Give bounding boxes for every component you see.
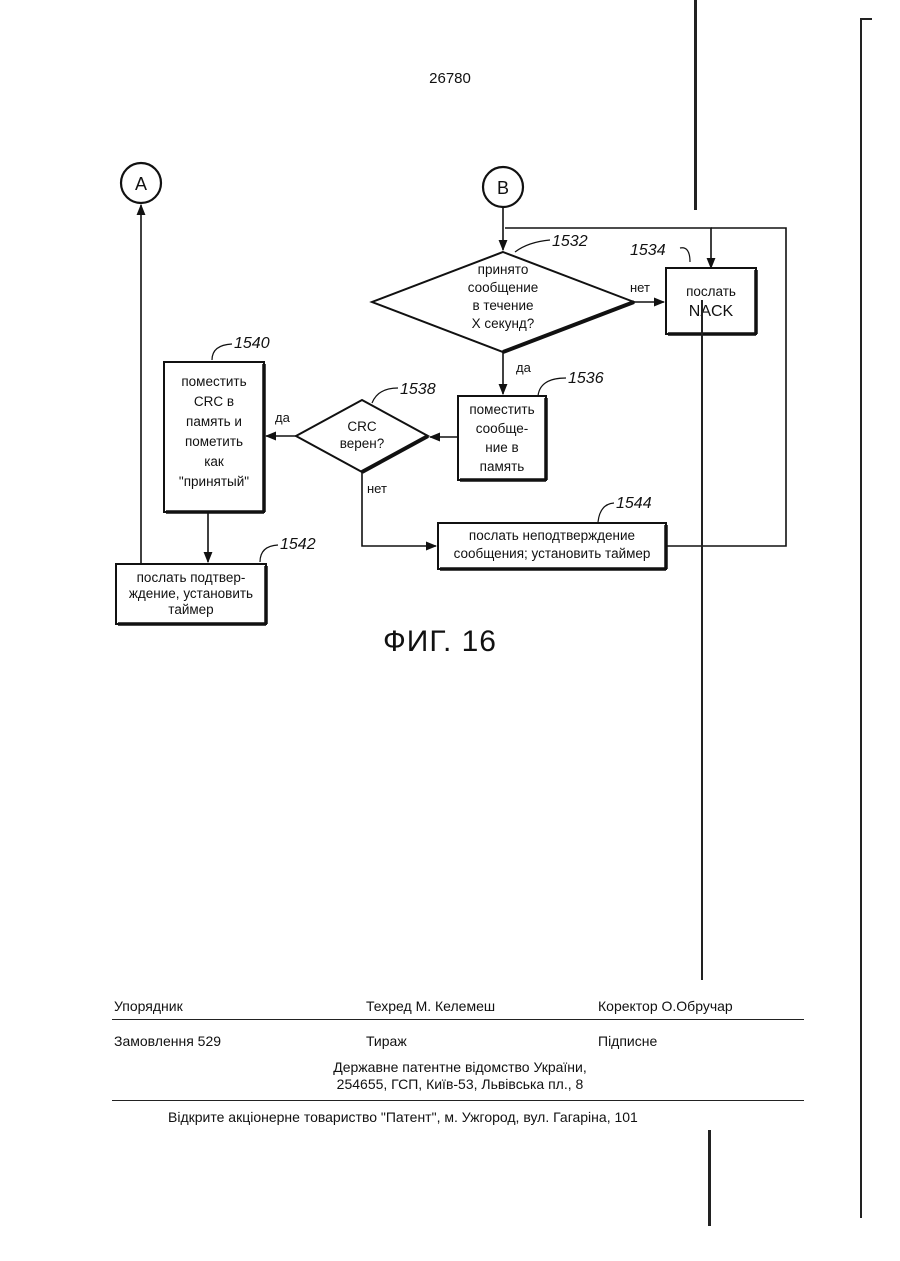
- process-1540-line-3: память и: [186, 414, 242, 429]
- decision-1532-line-3: в течение: [472, 298, 533, 313]
- process-1540-line-5: как: [204, 454, 224, 469]
- scan-margin-line: [860, 18, 862, 1218]
- label-1538-no: нет: [367, 481, 387, 496]
- process-1540-line-1: поместить: [181, 374, 246, 389]
- scan-margin-line: [694, 0, 697, 210]
- footer-office-line-1: Державне патентне відомство України,: [250, 1059, 670, 1076]
- ref-1532: 1532: [552, 233, 588, 250]
- flowchart: A B принято сообщение в течение X секунд…: [0, 0, 900, 700]
- decision-1532: принято сообщение в течение X секунд? 15…: [372, 233, 634, 352]
- footer-order: Замовлення 529: [114, 1033, 221, 1049]
- figure-caption: ФИГ. 16: [330, 625, 550, 659]
- label-1538-yes: да: [275, 410, 291, 425]
- ref-1542: 1542: [280, 536, 316, 553]
- decision-1532-line-4: X секунд?: [472, 316, 535, 331]
- scan-margin-line: [708, 1130, 711, 1226]
- process-1540-line-6: "принятый": [179, 474, 249, 489]
- footer-subscription: Підписне: [598, 1033, 657, 1049]
- decision-1532-line-2: сообщение: [468, 280, 539, 295]
- process-1542-line-1: послать подтвер-: [137, 570, 246, 585]
- footer-tech-editor: Техред М. Келемеш: [366, 998, 495, 1014]
- process-1544: послать неподтверждение сообщения; устан…: [438, 495, 666, 569]
- process-1540-line-4: пометить: [185, 434, 243, 449]
- process-1544-line-2: сообщения; установить таймер: [454, 546, 651, 561]
- decision-1538-line-1: CRC: [347, 419, 376, 434]
- label-1532-no: нет: [630, 280, 650, 295]
- process-1534-line-2: NACK: [689, 303, 734, 320]
- process-1540-line-2: CRC в: [194, 394, 234, 409]
- label-1532-yes: да: [516, 360, 532, 375]
- process-1542-line-2: ждение, установить: [129, 586, 253, 601]
- process-1536-line-1: поместить: [469, 402, 534, 417]
- process-1534-line-1: послать: [686, 284, 736, 299]
- decision-1538-line-2: верен?: [340, 436, 385, 451]
- process-1542-line-3: таймер: [168, 602, 213, 617]
- scan-margin-line: [860, 18, 872, 20]
- ref-1538: 1538: [400, 381, 436, 398]
- footer-divider-top: [112, 1019, 804, 1020]
- footer-divider-bottom: [112, 1100, 804, 1101]
- connector-b-label: B: [497, 178, 509, 198]
- process-1540: поместить CRC в память и пометить как "п…: [164, 335, 270, 512]
- footer-compiler: Упорядник: [114, 998, 183, 1014]
- ref-1536: 1536: [568, 370, 604, 387]
- footer-proofreader: Коректор О.Обручар: [598, 998, 733, 1014]
- process-1536: поместить сообще- ние в память 1536: [458, 370, 604, 480]
- process-1536-line-3: ние в: [485, 440, 518, 455]
- ref-1540: 1540: [234, 335, 270, 352]
- ref-1544: 1544: [616, 495, 652, 512]
- ref-1534: 1534: [630, 242, 666, 259]
- connector-a-label: A: [135, 174, 147, 194]
- decision-1538: CRC верен? 1538: [296, 381, 436, 472]
- footer-publisher: Відкрите акціонерне товариство "Патент",…: [168, 1109, 638, 1125]
- scan-margin-line: [701, 300, 703, 980]
- footer-office-line-2: 254655, ГСП, Київ-53, Львівська пл., 8: [250, 1076, 670, 1093]
- connector-a: A: [121, 163, 161, 203]
- process-1544-line-1: послать неподтверждение: [469, 528, 635, 543]
- footer-circulation: Тираж: [366, 1033, 407, 1049]
- process-1542: послать подтвер- ждение, установить тайм…: [116, 536, 316, 624]
- decision-1532-line-1: принято: [478, 262, 529, 277]
- process-1536-line-4: память: [480, 459, 525, 474]
- connector-b: B: [483, 167, 523, 207]
- process-1536-line-2: сообще-: [476, 421, 529, 436]
